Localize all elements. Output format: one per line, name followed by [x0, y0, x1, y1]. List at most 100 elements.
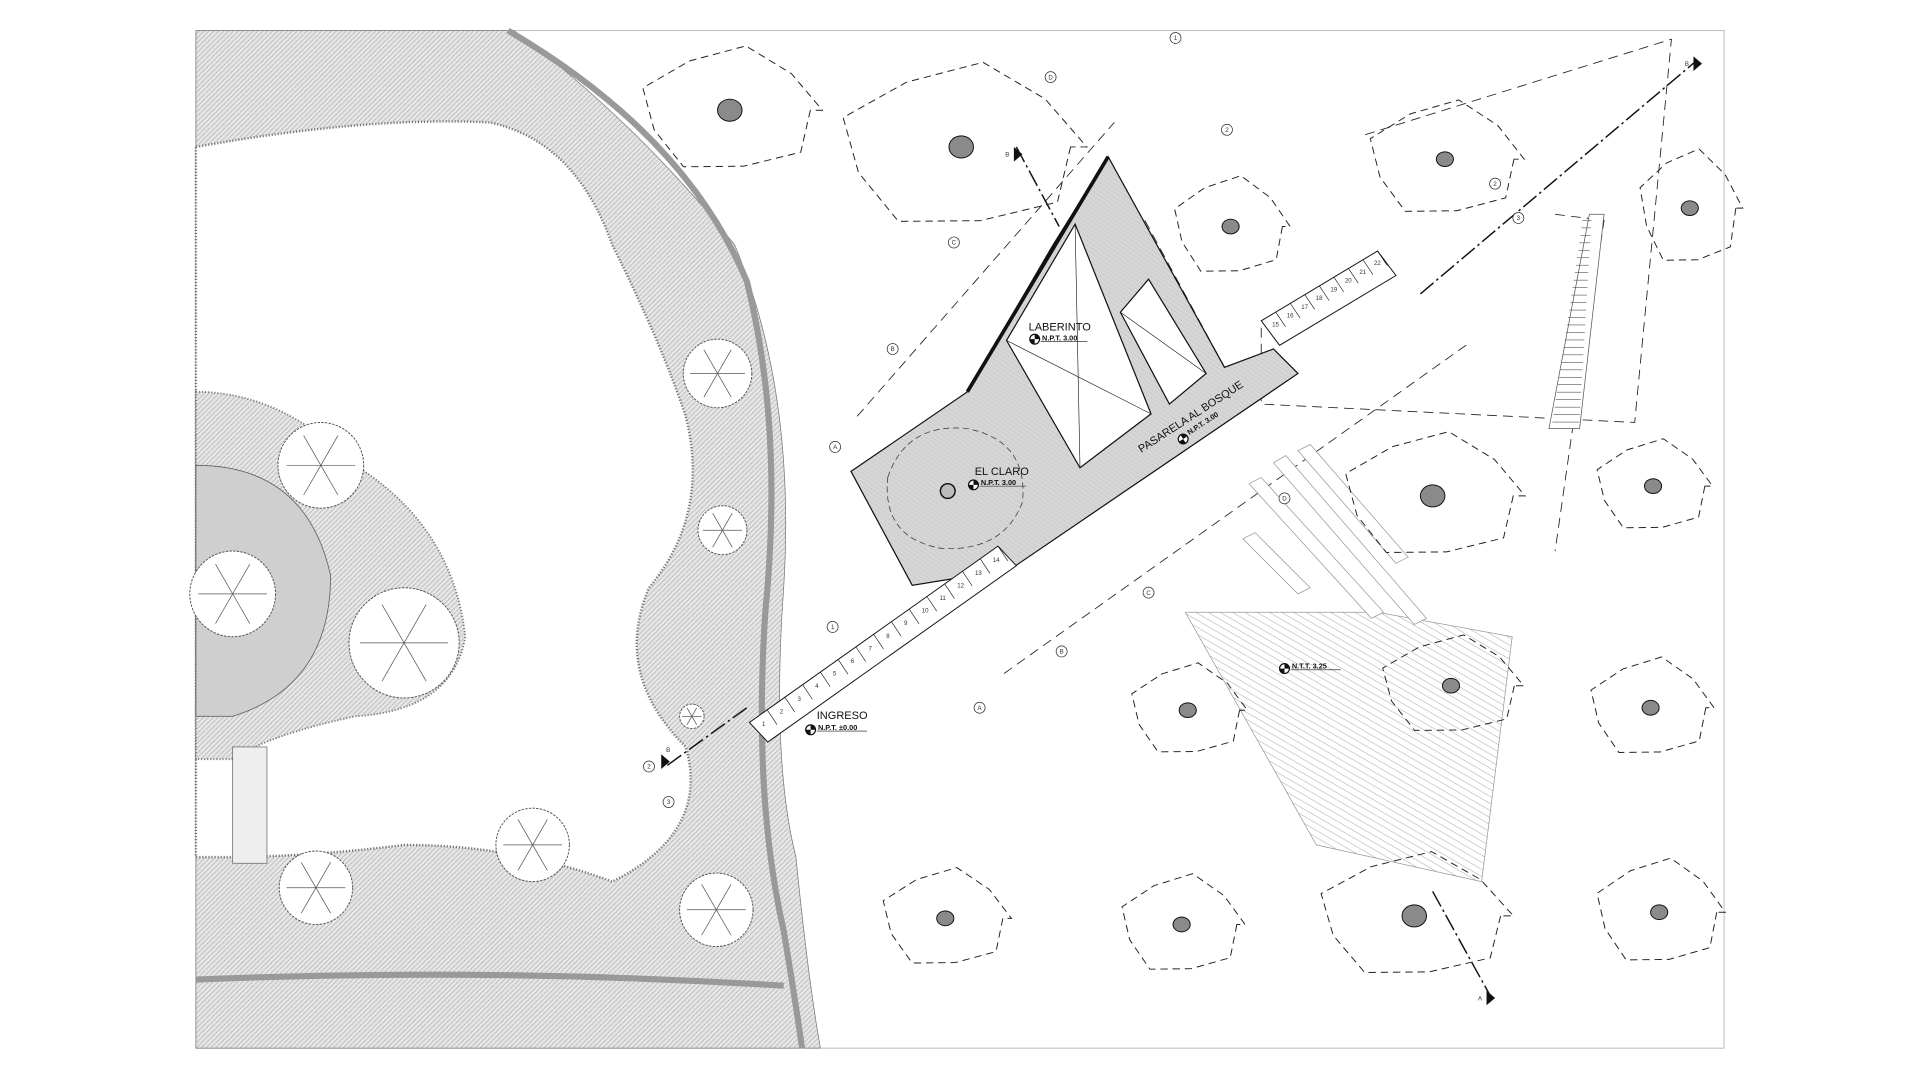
section-marker-label: A [1478, 995, 1483, 1002]
park-tree-icon [682, 338, 753, 409]
section-marker-icon: A [1478, 990, 1496, 1006]
grid-bubble-label: D [1282, 496, 1287, 503]
tree [1596, 857, 1727, 961]
step-number: 16 [1287, 313, 1294, 320]
park-area [189, 27, 821, 1049]
grid-bubble-label: 1 [831, 624, 835, 631]
tree-trunk-icon [717, 98, 743, 122]
grid-bubble-label: C [1146, 590, 1151, 597]
tree [1596, 438, 1714, 529]
section-lines [666, 60, 1697, 999]
step-number: 9 [904, 620, 908, 627]
park-walk-path [195, 971, 784, 989]
step-number: 14 [993, 557, 1000, 564]
label-laberinto-name: LABERINTO [1029, 322, 1092, 334]
grid-bubble: 2 [643, 760, 655, 773]
el-claro-circle [886, 427, 1024, 549]
step-number: 17 [1301, 304, 1308, 311]
grid-bubble: D [1278, 492, 1291, 505]
grid-bubble-label: 3 [667, 799, 671, 806]
tree-trunk-icon [948, 135, 974, 159]
label-laberinto-level: N.P.T. 3.00 [1042, 333, 1077, 342]
grid-bubble: 1 [826, 621, 839, 633]
step-number: 22 [1374, 260, 1381, 267]
label-el-claro: EL CLARO N.P.T. 3.00 [967, 466, 1030, 491]
step-number: 15 [1272, 321, 1279, 328]
tree-trunk-icon [1435, 151, 1454, 168]
step-number: 21 [1359, 269, 1366, 276]
tree [882, 867, 1013, 964]
label-ingreso-name: INGRESO [817, 710, 868, 722]
section-marker-label: B [1685, 61, 1689, 68]
tree [1639, 148, 1744, 261]
label-laberinto: LABERINTO N.P.T. 3.00 [1029, 322, 1092, 345]
grid-bubble: B [886, 343, 899, 355]
tree-trunk-icon [1172, 916, 1191, 933]
step-number: 18 [1316, 295, 1323, 302]
grid-bubble-label: B [1060, 649, 1064, 656]
step-number: 8 [886, 633, 890, 640]
tree-canopy [1320, 851, 1515, 973]
tree [1590, 656, 1716, 753]
label-el-claro-name: EL CLARO [975, 466, 1030, 478]
grid-bubble-label: A [978, 705, 983, 712]
step-number: 13 [975, 570, 982, 577]
grid-bubble: A [829, 441, 841, 453]
label-terrain-level: N.T.T. 3.25 [1292, 662, 1327, 671]
section-marker-icon: B [1005, 146, 1023, 162]
step-number: 10 [922, 608, 929, 615]
label-el-claro-level: N.P.T. 3.00 [981, 478, 1016, 487]
label-ingreso: INGRESO N.P.T. ±0.00 [805, 710, 868, 736]
grid-bubble: C [948, 236, 960, 249]
stair-upper-right [1548, 213, 1605, 429]
grid-bubble-label: 3 [1517, 215, 1521, 222]
section-marker-label: B [1005, 152, 1009, 159]
bridge [232, 746, 268, 864]
step-number: 3 [797, 696, 801, 703]
tree-trunk-icon [1680, 200, 1699, 216]
grid-bubble-label: C [952, 240, 957, 247]
grid-bubble-label: 1 [1174, 35, 1178, 42]
tree [1345, 431, 1527, 553]
park-tree-icon [278, 850, 354, 925]
step-number: 19 [1330, 286, 1337, 293]
tree [642, 45, 824, 168]
park-walk-path [506, 27, 806, 1049]
tree-canopy [882, 867, 1013, 964]
tree-trunk-icon [1401, 904, 1428, 928]
grid-bubble: 1 [1169, 32, 1182, 44]
step-number: 6 [851, 658, 855, 665]
grid-bubble-label: 2 [1225, 127, 1229, 134]
grid-bubble: A [973, 701, 986, 714]
grid-bubble: 2 [1489, 177, 1501, 190]
grid-bubble-label: A [833, 444, 838, 451]
tree [842, 61, 1088, 222]
grid-bubble-label: 2 [647, 764, 651, 771]
tree-trunk-icon [1441, 677, 1461, 694]
tree-trunk-icon [1641, 699, 1660, 716]
tree-canopy [1639, 148, 1744, 261]
grid-bubble: B [1055, 645, 1068, 658]
step-number: 1 [762, 721, 766, 728]
step-number: 7 [868, 645, 872, 652]
step-number: 20 [1345, 278, 1352, 285]
tree [1131, 662, 1249, 753]
terrain-hatch-area [1184, 611, 1513, 883]
label-terrain: N.T.T. 3.25 [1278, 662, 1341, 675]
tree [1121, 873, 1247, 970]
tree-canopy [642, 45, 824, 168]
park-tree-icon [189, 550, 276, 638]
tree-canopy [1131, 662, 1249, 753]
park-tree-icon [348, 587, 460, 699]
tree-trunk-icon [1650, 904, 1669, 921]
tree-canopy [1369, 99, 1526, 212]
tree-canopy [1590, 656, 1716, 753]
grid-bubble-label: B [891, 346, 895, 353]
section-marker-label: B [666, 747, 670, 754]
park-tree-icon [697, 505, 748, 556]
grid-bubble-label: D [1048, 74, 1053, 81]
park-tree-icon [277, 421, 365, 509]
tree-canopy [1596, 438, 1714, 529]
